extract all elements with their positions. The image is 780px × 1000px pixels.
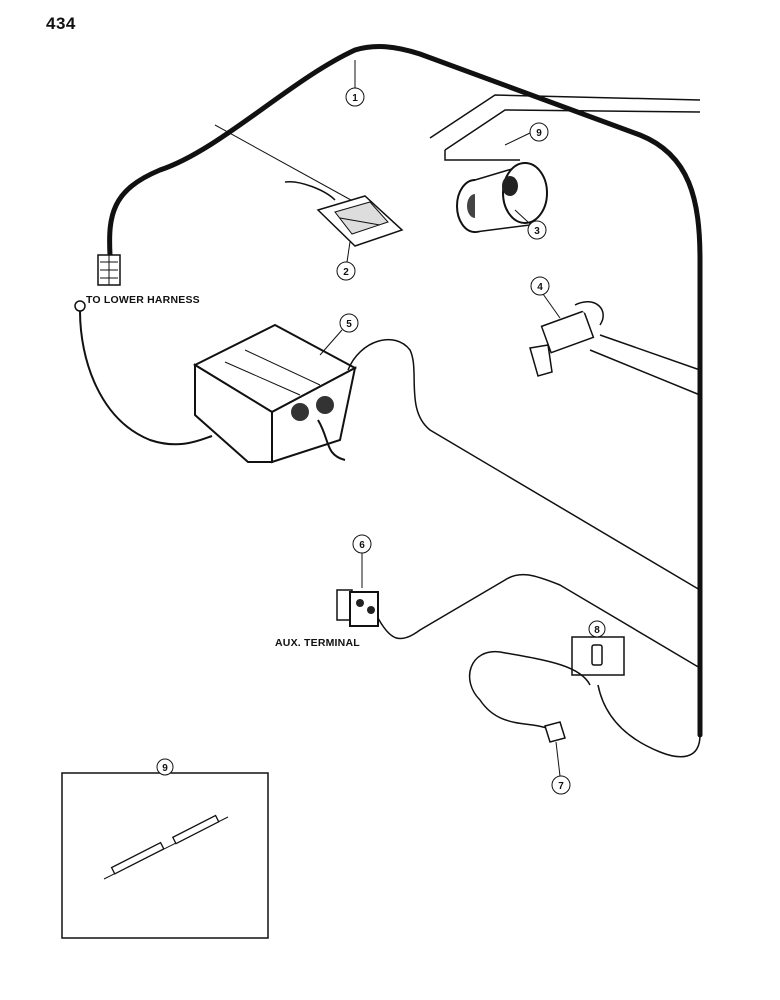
svg-text:6: 6 bbox=[359, 540, 365, 551]
aux-terminal-label: AUX. TERMINAL bbox=[275, 637, 360, 649]
fuse-holder-8 bbox=[571, 636, 625, 676]
svg-text:1: 1 bbox=[352, 93, 358, 104]
aux-terminal-6 bbox=[336, 589, 379, 627]
callout-4: 4 bbox=[530, 276, 561, 319]
actuator-4 bbox=[529, 301, 701, 396]
to-lower-harness-label: TO LOWER HARNESS bbox=[86, 294, 200, 306]
callout-9-top: 9 bbox=[504, 122, 549, 146]
inset-box-9: 9 bbox=[61, 758, 269, 939]
svg-text:2: 2 bbox=[343, 267, 349, 278]
callout-7: 7 bbox=[551, 741, 571, 795]
module-2 bbox=[284, 181, 404, 247]
loose-wire bbox=[74, 300, 213, 446]
page-number: 434 bbox=[46, 14, 76, 33]
svg-text:7: 7 bbox=[558, 781, 564, 792]
heater-wire bbox=[347, 339, 701, 591]
svg-text:9: 9 bbox=[536, 128, 542, 139]
callout-5: 5 bbox=[319, 313, 359, 356]
svg-text:5: 5 bbox=[346, 319, 352, 330]
callout-3: 3 bbox=[514, 209, 547, 240]
svg-text:3: 3 bbox=[534, 226, 540, 237]
callout-2: 2 bbox=[336, 241, 356, 281]
callout-1: 1 bbox=[345, 60, 365, 107]
terminal-7 bbox=[544, 721, 566, 743]
tube-part-9 bbox=[103, 814, 229, 880]
aux-wire bbox=[377, 573, 701, 669]
svg-text:9: 9 bbox=[162, 763, 168, 774]
callout-6: 6 bbox=[352, 534, 372, 588]
harness-connector bbox=[97, 254, 121, 286]
fuse-wire bbox=[469, 651, 701, 758]
heater-box-5 bbox=[192, 323, 358, 464]
svg-text:4: 4 bbox=[537, 282, 543, 293]
callout-8: 8 bbox=[588, 620, 606, 638]
main-harness-cable bbox=[107, 44, 703, 738]
lead-line-2 bbox=[214, 124, 361, 206]
blower-3 bbox=[429, 94, 701, 233]
svg-text:8: 8 bbox=[594, 625, 600, 636]
